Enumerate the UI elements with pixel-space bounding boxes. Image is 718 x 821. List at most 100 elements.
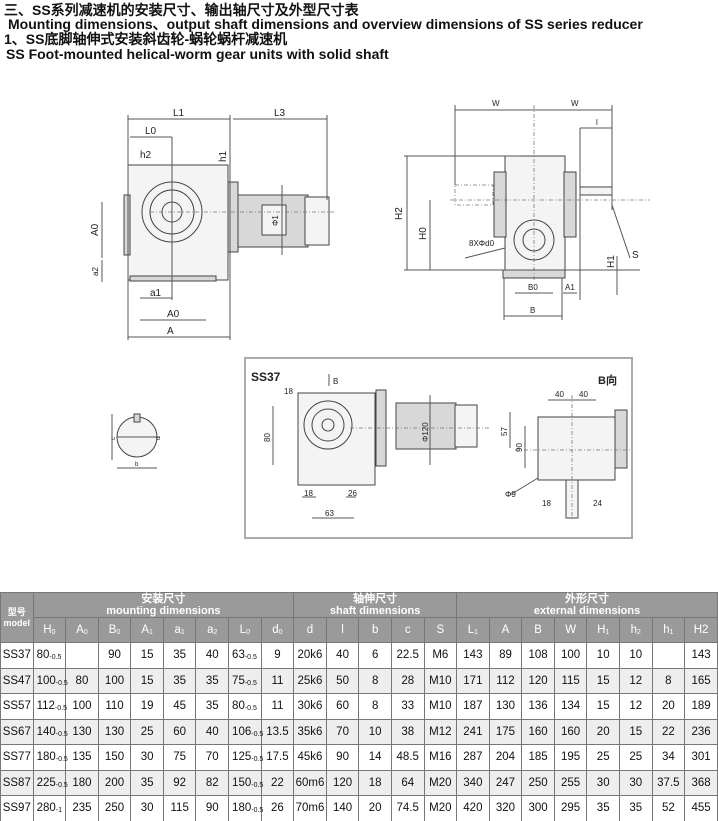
table-cell: 115 xyxy=(553,667,588,694)
model-cell: SS97 xyxy=(0,795,34,821)
table-cell: M10 xyxy=(423,693,458,720)
dim-holes: 8XΦd0 xyxy=(469,239,495,248)
table-cell: 250 xyxy=(521,769,555,796)
table-cell: 9 xyxy=(260,642,295,669)
dim-L0: L0 xyxy=(145,126,157,137)
table-cell: 120 xyxy=(521,667,555,694)
table-cell: 340 xyxy=(456,769,490,796)
table-cell: 70m6 xyxy=(293,795,327,821)
table-cell: 25k6 xyxy=(293,667,327,694)
table-cell: 40 xyxy=(195,718,230,745)
table-cell: 25 xyxy=(618,744,653,771)
table-cell: 12 xyxy=(618,667,653,694)
table-cell: 15 xyxy=(586,693,620,720)
column-header: H2 xyxy=(684,617,718,643)
column-header: A xyxy=(488,617,523,643)
table-cell: 74.5 xyxy=(390,795,425,821)
ss37-view-title: B向 xyxy=(598,373,617,387)
table-cell: 35 xyxy=(586,795,620,821)
table-cell: 171 xyxy=(456,667,490,694)
group-header-cn: 轴伸尺寸 xyxy=(353,593,398,605)
dim-A0-horizontal: A0 xyxy=(167,309,180,320)
table-cell: 180-0.5 xyxy=(228,795,263,821)
column-header: d0 xyxy=(260,617,295,643)
table-cell: 300 xyxy=(521,795,555,821)
table-cell: 89 xyxy=(488,642,523,669)
table-cell: 33 xyxy=(390,693,425,720)
group-header-cn: 外形尺寸 xyxy=(565,593,610,605)
table-cell: 30k6 xyxy=(293,693,327,720)
dim-b: b xyxy=(135,462,139,468)
table-cell: 20 xyxy=(358,795,392,821)
table-cell: 15 xyxy=(130,642,164,669)
table-cell: 13.5 xyxy=(260,718,295,745)
table-cell: 75 xyxy=(162,744,197,771)
table-cell: 200 xyxy=(97,769,132,796)
table-cell: 80-0.5 xyxy=(32,642,67,669)
table-cell: 150-0.5 xyxy=(228,769,263,796)
technical-drawings: L1 L3 L0 h2 h1 A0 a2 a1 A0 A Φ1 xyxy=(90,99,650,539)
table-cell: 15 xyxy=(586,667,620,694)
column-header: A0 xyxy=(65,617,99,643)
table-cell: 187 xyxy=(456,693,490,720)
group-header-en: mounting dimensions xyxy=(106,605,221,617)
table-cell: 165 xyxy=(684,667,718,694)
dim-W-left: W xyxy=(492,99,500,108)
subtitle-cn: 1、SS底脚轴伸式安装斜齿轮-蜗轮蜗杆减速机 xyxy=(4,31,288,47)
table-cell: 280-1 xyxy=(32,795,67,821)
ss37-dim-40a: 40 xyxy=(555,390,564,399)
table-cell: 10 xyxy=(618,642,653,669)
table-cell: 30 xyxy=(130,795,164,821)
shaft-keyway-detail: c d b xyxy=(111,413,162,469)
side-view-drawing: L1 L3 L0 h2 h1 A0 a2 a1 A0 A Φ1 xyxy=(90,108,335,340)
table-cell: 20k6 xyxy=(293,642,327,669)
table-cell: 45 xyxy=(162,693,197,720)
table-cell: 35k6 xyxy=(293,718,327,745)
dim-L3: L3 xyxy=(274,108,286,119)
table-cell: 63-0.5 xyxy=(228,642,262,669)
ss37-dim-80: 80 xyxy=(263,433,272,442)
table-cell: 22 xyxy=(260,769,295,796)
dim-a1: a1 xyxy=(150,288,162,299)
model-cell: SS47 xyxy=(0,667,34,694)
table-cell: 204 xyxy=(488,744,523,771)
table-cell: 45k6 xyxy=(293,744,327,771)
table-cell: 35 xyxy=(195,693,230,720)
table-cell: 22 xyxy=(651,718,686,745)
table-cell: 236 xyxy=(684,718,718,745)
group-header-en: external dimensions xyxy=(533,605,641,617)
dim-S: S xyxy=(632,250,639,261)
model-cell: SS37 xyxy=(0,642,34,669)
table-cell: 106-0.5 xyxy=(228,718,263,745)
ss37-arrow-b: B xyxy=(333,377,338,386)
table-cell: 235 xyxy=(65,795,99,821)
table-cell: 287 xyxy=(456,744,490,771)
table-cell: 160 xyxy=(553,718,588,745)
table-cell: 130 xyxy=(97,718,132,745)
title-cn: 三、SS系列减速机的安装尺寸、输出轴尺寸及外型尺寸表 xyxy=(4,2,359,18)
column-header: h1 xyxy=(651,617,686,643)
model-cell: SS57 xyxy=(0,693,34,720)
table-cell: 6 xyxy=(358,642,392,669)
table-cell: 37.5 xyxy=(651,769,686,796)
table-cell: 108 xyxy=(521,642,555,669)
table-cell: 195 xyxy=(553,744,588,771)
table-cell: 30 xyxy=(586,769,620,796)
table-cell: 25 xyxy=(130,718,164,745)
table-cell: 20 xyxy=(586,718,620,745)
column-header: a2 xyxy=(195,617,230,643)
table-cell: 82 xyxy=(195,769,230,796)
column-header: B0 xyxy=(97,617,132,643)
ss37-dim-18c: 18 xyxy=(542,499,551,508)
table-cell: M20 xyxy=(423,795,458,821)
table-cell: 180-0.5 xyxy=(32,744,68,771)
subtitle-en: SS Foot-mounted helical-worm gear units … xyxy=(6,46,389,62)
group-header-en: shaft dimensions xyxy=(329,605,421,617)
dim-a2: a2 xyxy=(91,267,100,276)
table-cell: 60 xyxy=(325,693,360,720)
